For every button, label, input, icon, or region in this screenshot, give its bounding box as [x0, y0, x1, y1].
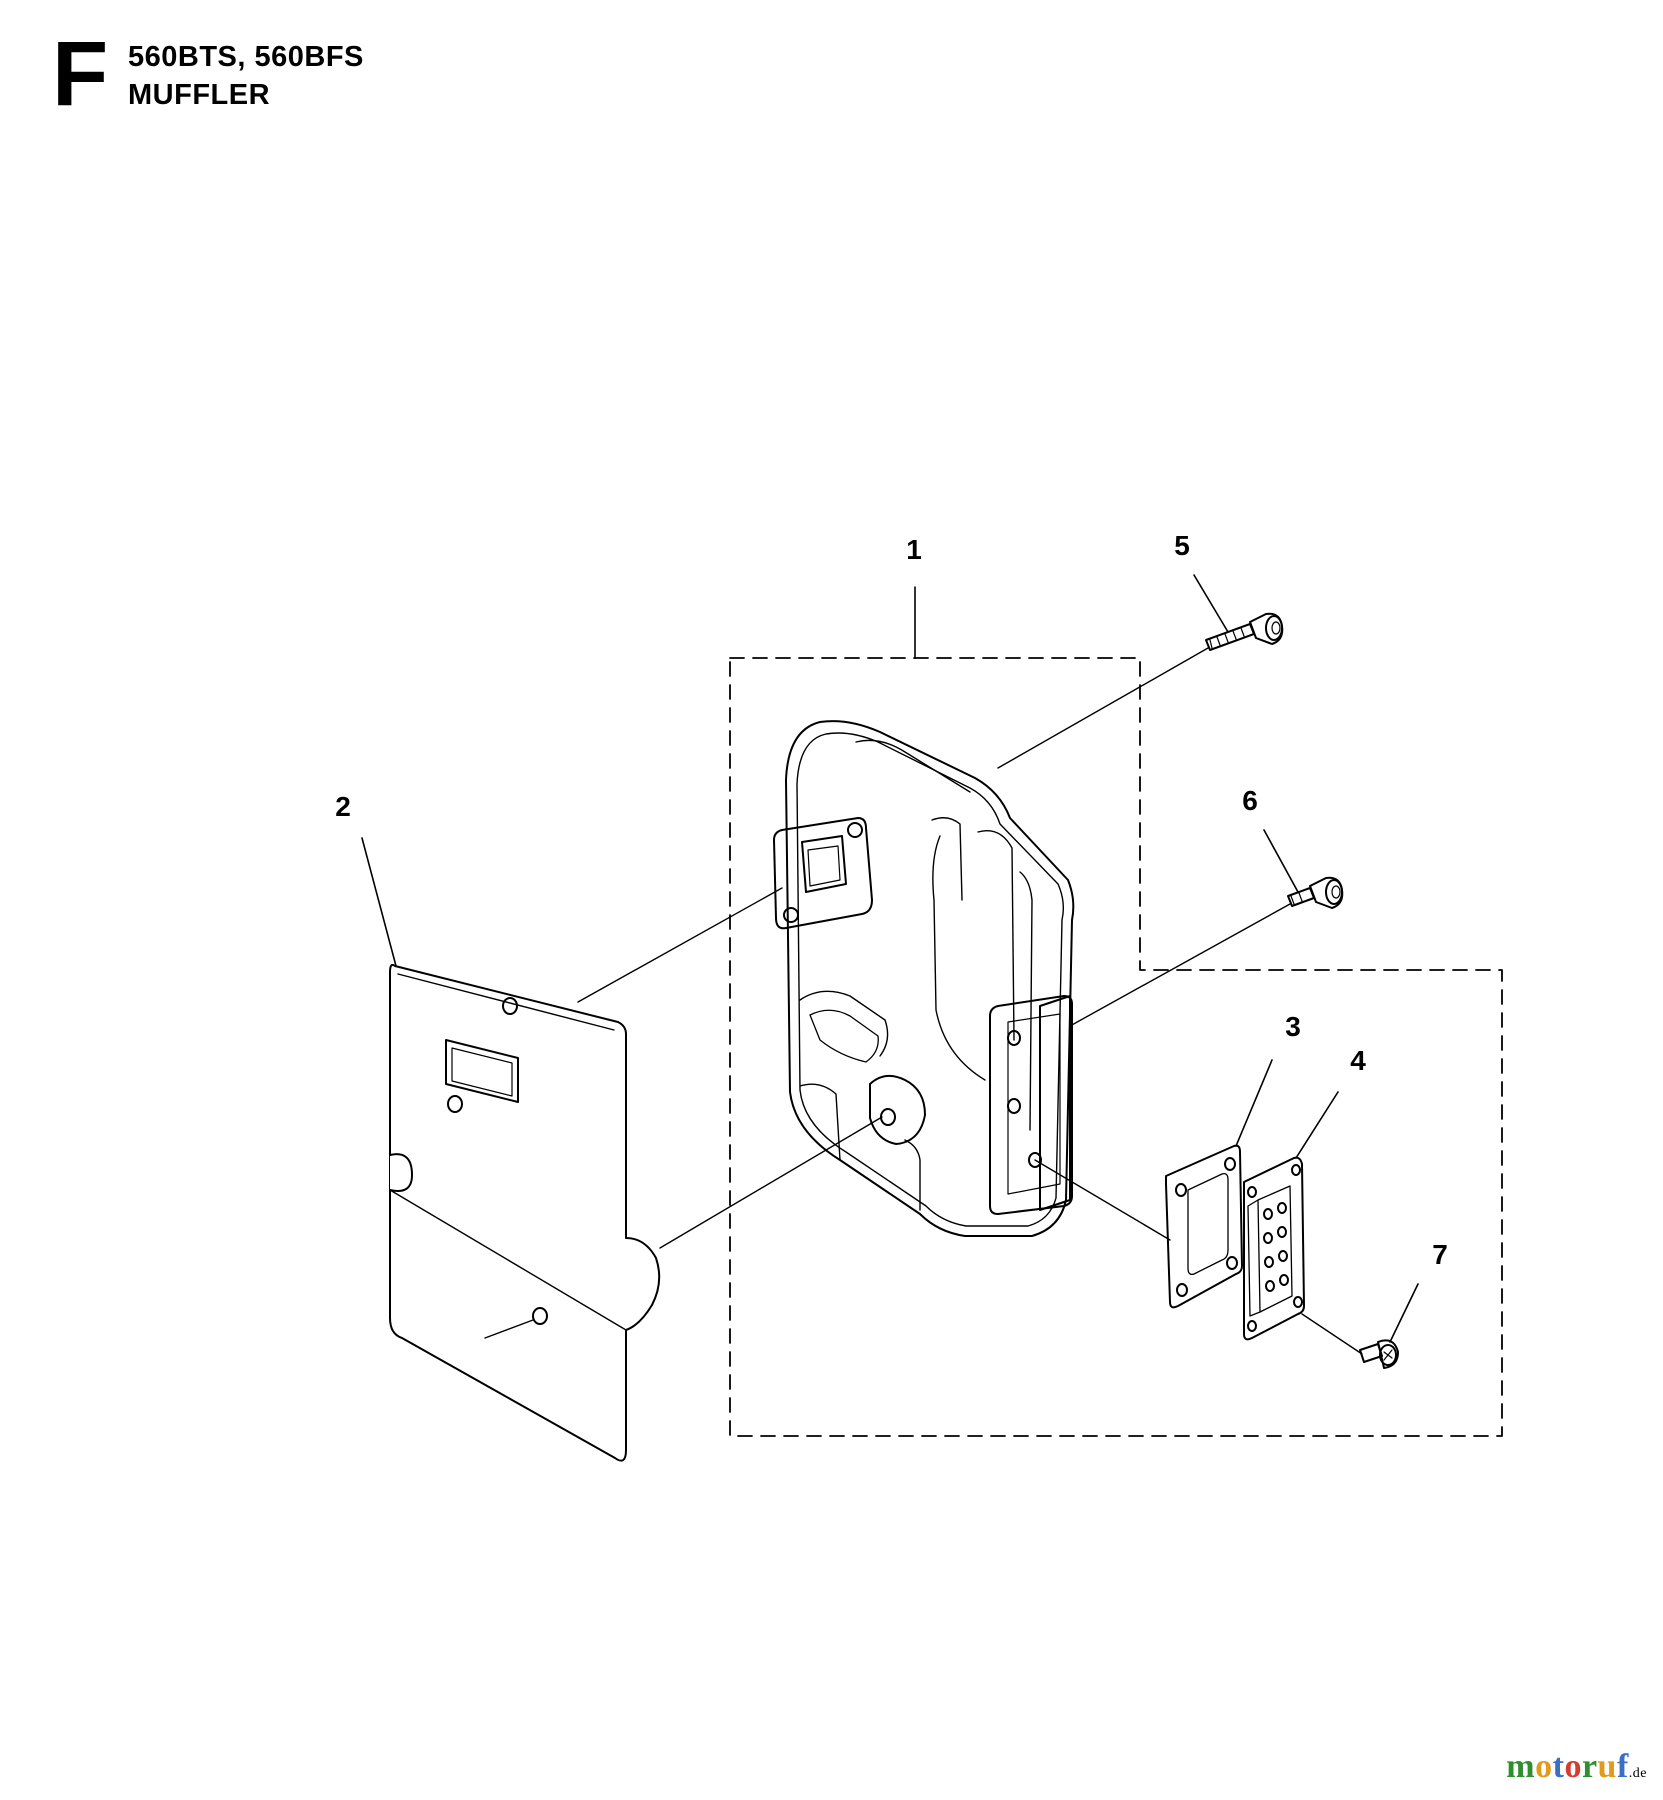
callout-1: 1: [906, 534, 922, 565]
alignment-lines: [577, 647, 1363, 1355]
leader-line-5: [1193, 574, 1229, 633]
spark-arrestor-screen: [1243, 1156, 1305, 1341]
watermark-letter: u: [1597, 1748, 1617, 1785]
muffler-body: [773, 720, 1075, 1237]
watermark-logo: motoruf.de: [1506, 1748, 1647, 1786]
section-letter: F: [52, 23, 109, 125]
title-block: 560BTS, 560BFS MUFFLER: [128, 38, 364, 114]
long-bolt: [1205, 612, 1284, 651]
leader-line-6: [1263, 829, 1299, 893]
heat-shield-plate: [389, 963, 661, 1462]
watermark-letter: r: [1581, 1748, 1598, 1785]
watermark-letter: o: [1564, 1748, 1582, 1785]
callout-3: 3: [1285, 1011, 1301, 1042]
assembly-name: MUFFLER: [128, 79, 271, 111]
leader-line-7: [1389, 1283, 1419, 1343]
small-screw: [1359, 1339, 1399, 1369]
callout-4: 4: [1350, 1045, 1366, 1076]
leader-line-2: [361, 837, 397, 967]
leader-line-4: [1295, 1091, 1339, 1159]
callout-7: 7: [1432, 1239, 1448, 1270]
watermark-suffix: .de: [1628, 1766, 1647, 1781]
callout-2: 2: [335, 791, 351, 822]
leader-line-3: [1235, 1059, 1273, 1147]
watermark-letter: f: [1616, 1748, 1629, 1785]
leader-lines: [361, 574, 1419, 1343]
watermark-letter: o: [1535, 1748, 1553, 1785]
watermark-letter: t: [1552, 1748, 1565, 1785]
callout-5: 5: [1174, 530, 1190, 561]
assembly-boundary: [729, 657, 1503, 1437]
short-bolt: [1287, 876, 1344, 909]
outlet-gasket: [1165, 1144, 1243, 1309]
watermark-letter: m: [1506, 1748, 1536, 1785]
callout-6: 6: [1242, 785, 1258, 816]
model-line: 560BTS, 560BFS: [128, 41, 364, 73]
